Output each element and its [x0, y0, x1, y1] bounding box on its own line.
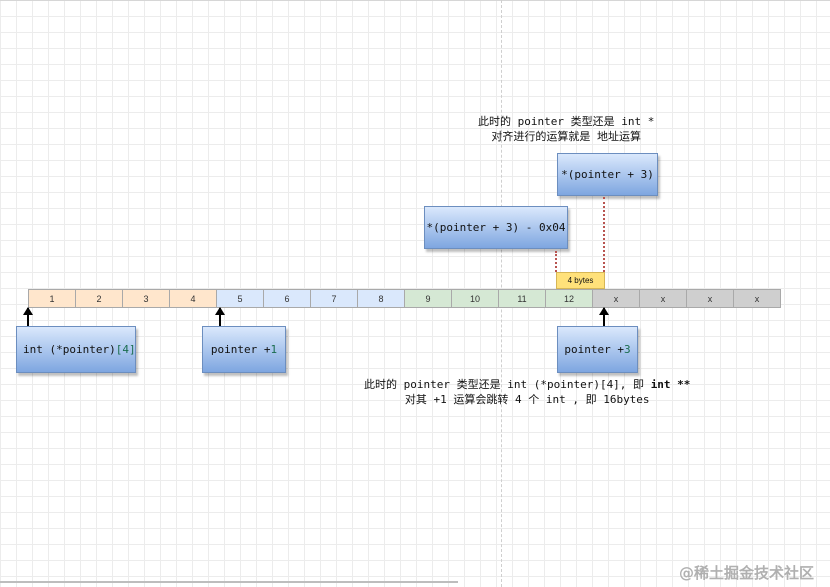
box-pointer-declaration[interactable]: int (*pointer)[4]: [16, 326, 136, 373]
box-pointer-plus-1-label: pointer +: [210, 343, 271, 356]
memory-cell: 4: [169, 289, 217, 308]
memory-cell: x: [686, 289, 734, 308]
memory-cell: 7: [310, 289, 358, 308]
note-bottom-line2: 对其 +1 运算会跳转 4 个 int , 即 16bytes: [404, 393, 650, 406]
note-bottom-line1-text: 此时的 pointer 类型还是 int (*pointer)[4], 即: [364, 378, 651, 391]
bottom-scrollbar[interactable]: [0, 581, 458, 583]
box-deref-plus-3-label: *(pointer + 3): [561, 168, 654, 181]
box-pointer-plus-3-label: pointer +: [564, 343, 624, 356]
note-top-line1: 此时的 pointer 类型还是 int *: [478, 115, 655, 128]
memory-cell: 2: [75, 289, 123, 308]
arrow-up-pointer-plus-1: [215, 307, 225, 336]
memory-cell: 11: [498, 289, 546, 308]
note-bottom-line1: 此时的 pointer 类型还是 int (*pointer)[4], 即 in…: [364, 377, 690, 392]
arrow-up-pointer-plus-3: [599, 307, 609, 326]
note-bottom: 此时的 pointer 类型还是 int (*pointer)[4], 即 in…: [364, 377, 690, 407]
box-pointer-declaration-label: int (*pointer): [23, 343, 116, 356]
box-deref-plus-3[interactable]: *(pointer + 3): [557, 153, 658, 196]
memory-cell: 3: [122, 289, 170, 308]
memory-cell: 6: [263, 289, 311, 308]
dotted-connector-right: [603, 197, 605, 272]
memory-cell: 8: [357, 289, 405, 308]
memory-cell: x: [733, 289, 781, 308]
four-bytes-tag-label: 4 bytes: [567, 276, 594, 285]
box-pointer-plus-3-num: 3: [623, 343, 631, 356]
note-bottom-line1-bold: int **: [650, 378, 691, 391]
memory-cell: x: [639, 289, 687, 308]
memory-cell: x: [592, 289, 640, 308]
memory-cell: 1: [28, 289, 76, 308]
box-pointer-declaration-index: [4]: [115, 343, 136, 356]
dotted-connector-left: [555, 251, 557, 272]
watermark: @稀土掘金技术社区: [678, 564, 814, 582]
note-top-line2: 对齐进行的运算就是 地址运算: [491, 130, 641, 143]
box-pointer-plus-1-num: 1: [270, 343, 278, 356]
arrow-up-pointer: [23, 307, 33, 326]
memory-cell: 12: [545, 289, 593, 308]
memory-cell: 10: [451, 289, 499, 308]
note-top: 此时的 pointer 类型还是 int * 对齐进行的运算就是 地址运算: [478, 114, 654, 144]
box-deref-minus-4[interactable]: *(pointer + 3) - 0x04: [424, 206, 568, 249]
box-deref-minus-4-label: *(pointer + 3) - 0x04: [426, 221, 566, 234]
memory-cell: 5: [216, 289, 264, 308]
box-pointer-plus-3[interactable]: pointer + 3: [557, 326, 638, 373]
top-border-line: [0, 0, 830, 1]
box-pointer-plus-1[interactable]: pointer + 1: [202, 326, 286, 373]
memory-cell: 9: [404, 289, 452, 308]
four-bytes-tag: 4 bytes: [556, 272, 605, 289]
